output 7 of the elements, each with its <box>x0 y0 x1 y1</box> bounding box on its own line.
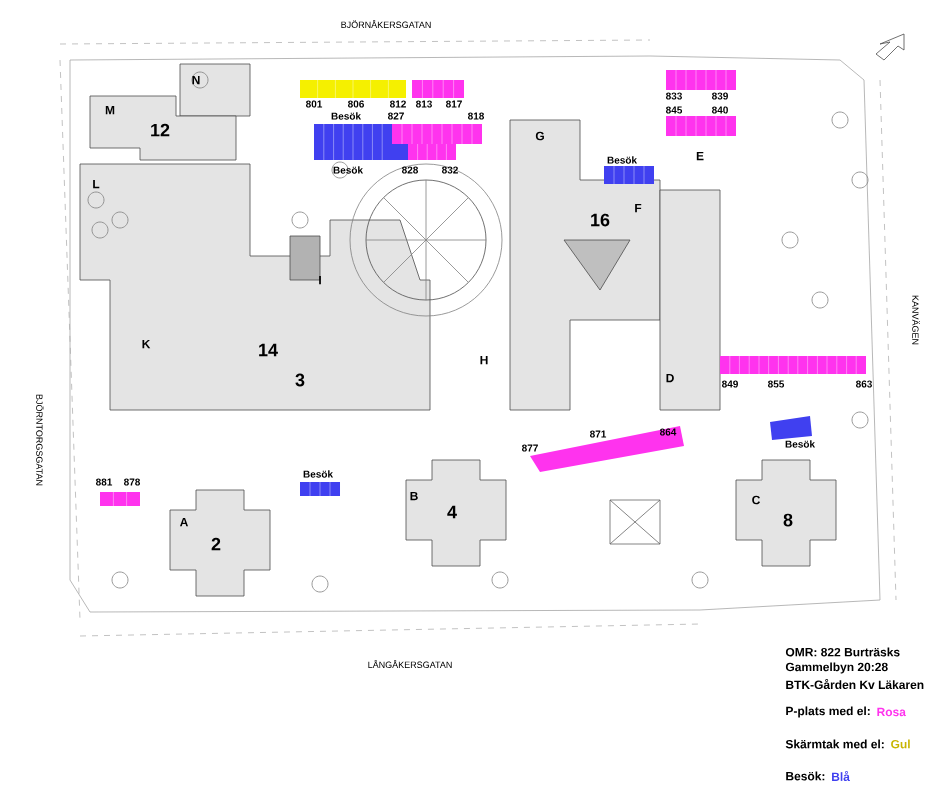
building-number: 8 <box>783 513 793 527</box>
building-number: 2 <box>211 537 221 551</box>
building-number: 14 <box>259 343 278 357</box>
building-number: 16 <box>591 213 610 227</box>
building-number: 4 <box>447 505 457 519</box>
building-number: 12 <box>151 123 170 137</box>
building-number: 3 <box>295 373 305 387</box>
